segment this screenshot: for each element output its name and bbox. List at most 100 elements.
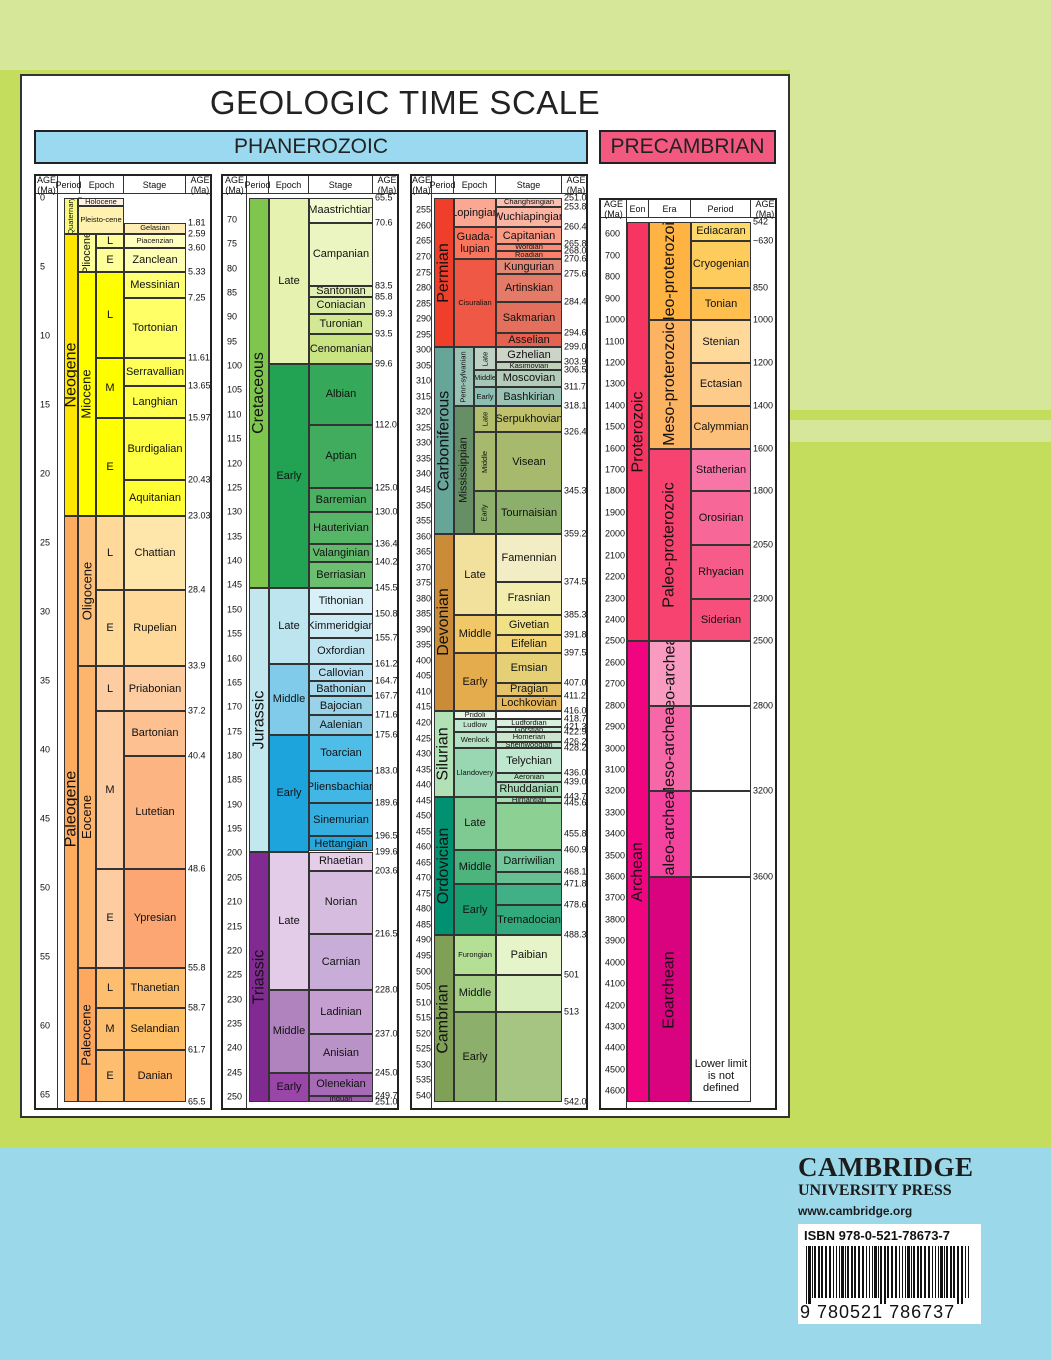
epoch-early-cretaceous: Early [269,364,309,588]
barcode-bar [858,1246,860,1298]
stage: Kasimovian [496,362,562,371]
stage: Carnian [309,933,373,990]
subepoch: M [96,358,124,419]
stage: Bashkirian [496,386,562,407]
stage: Hauterivian [309,512,373,544]
barcode-bar [902,1246,903,1298]
boundary-age: 1800 [753,485,774,496]
boundary-age: 306.5 [564,364,587,375]
stage: Homerian [496,732,562,743]
boundary-age: 385.3 [564,609,587,620]
eon-proterozoic: Proterozoic [627,222,649,642]
stage: Aalenian [309,715,373,735]
background-top-band [0,0,1051,70]
stage: Bajocian [309,696,373,716]
stage: Oxfordian [309,637,373,665]
stage-ypresian: Ypresian [124,868,186,969]
boundary-age: 471.8 [564,878,587,889]
vertical-label: Eocene [79,794,94,840]
period: Stenian [691,320,751,363]
phanerozoic-banner: PHANEROZOIC [34,130,588,164]
column-header: Period [430,176,456,194]
vertical-label: Meso-proterozoic [661,322,679,447]
epoch: Late [454,534,496,616]
boundary-age: 2050 [753,539,774,550]
barcode-bar [829,1246,831,1298]
stage: Ludfordian [496,718,562,728]
epoch-late-triassic: Late [269,851,309,990]
barcode-bar [808,1246,811,1304]
stage [496,710,562,719]
boundary-age: 407.0 [564,677,587,688]
barcode-bar [825,1246,827,1298]
boundary-age: 411.2 [564,690,586,701]
barcode-bar [866,1246,867,1298]
vertical-label: Paleocene [79,1004,95,1066]
epoch: Early [454,653,496,711]
age-axis [223,194,247,1108]
barcode-bar [836,1246,837,1298]
boundary-age: 28.4 [188,584,206,595]
barcode-digits: 9 780521 786737 [800,1302,956,1322]
barcode-bar [920,1246,922,1298]
epoch: Late [474,347,496,371]
vertical-label: Mississippian [458,437,471,503]
boundary-age: 136.4 [375,538,398,549]
stage-priabonian: Priabonian [124,665,186,712]
stage: Campanian [309,222,373,286]
barcode-bar [907,1246,910,1298]
subperiod-pennsylvanian: Penn-sylvanian [454,347,474,407]
vertical-label: Proterozoic [629,391,647,473]
boundary-age: 251.0 [564,192,587,203]
barcode-bar [913,1246,915,1298]
age-axis [601,218,627,1108]
subepoch: L [96,968,124,1009]
boundary-age: 311.7 [564,381,586,392]
barcode-bar [872,1246,873,1298]
period: Rhyacian [691,545,751,599]
vertical-label: Meso-archean [661,705,678,792]
stage [496,872,562,884]
stage: Berriasian [309,562,373,588]
vertical-label: Cretaceous [250,352,268,434]
boundary-age: 1400 [753,400,774,411]
boundary-age: 164.7 [375,675,398,686]
stage: Tournaisian [496,490,562,535]
barcode-bar [938,1246,939,1298]
epoch: Pridoli [454,710,496,719]
stage: Emsian [496,653,562,683]
boundary-age: 55.8 [188,962,206,973]
barcode-bar [965,1246,966,1298]
vertical-label: Archean [629,841,646,902]
publisher-url[interactable]: www.cambridge.org [798,1204,913,1218]
boundary-age: 268.0 [564,245,587,256]
stage: Albian [309,364,373,425]
epoch: Middle [474,432,496,491]
period-blank [691,705,751,792]
period-quaternary: Quaternary [64,198,78,234]
stage: Aeronian [496,772,562,783]
stage: Pragian [496,682,562,696]
barcode-bar [869,1246,870,1298]
stage: Cenomanian [309,334,373,365]
stage-aquitanian: Aquitanian [124,479,186,516]
subepoch: E [96,868,124,969]
stage: Tremadocian [496,905,562,936]
stage: Toarcian [309,734,373,771]
era-eoarchean: Eoarchean [649,877,691,1102]
epoch: Late [454,796,496,851]
vertical-label: Paleo-archean [661,791,679,878]
subepoch: L [96,515,124,590]
period: Orosirian [691,491,751,546]
boundary-age: 125.0 [375,482,398,493]
boundary-age: 1000 [753,314,774,325]
subepoch: M [96,711,124,869]
period: Cryogenian [691,240,751,288]
barcode-bar [891,1246,893,1298]
barcode-bar [928,1246,930,1298]
period-paleogene: Paleogene [64,515,78,1102]
boundary-age: 2.59 [188,228,206,239]
subepoch: E [96,247,124,272]
